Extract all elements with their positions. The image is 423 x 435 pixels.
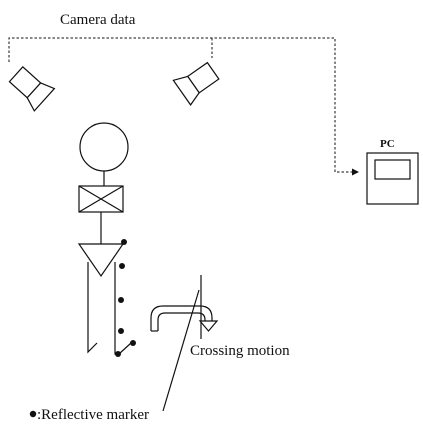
camera-icon <box>8 66 56 112</box>
camera-data-cable <box>8 37 359 176</box>
crossing-motion-label: Crossing motion <box>190 343 290 359</box>
reflective-marker-dot <box>118 297 124 303</box>
reflective-marker-dot <box>119 263 125 269</box>
legend: :Reflective marker <box>29 407 149 423</box>
reflective-marker-dot <box>121 239 127 245</box>
pc-icon <box>366 152 419 205</box>
reflective-marker-dot <box>115 351 121 357</box>
legend-reflective-marker-label: :Reflective marker <box>37 407 149 423</box>
reflective-marker-dot <box>118 328 124 334</box>
crossing-obstacle <box>162 275 202 412</box>
reflective-marker-dot <box>29 410 37 418</box>
reflective-marker-dot <box>130 340 136 346</box>
reflective-markers <box>115 239 136 357</box>
turn-arrow-icon <box>150 305 219 332</box>
camera-data-label: Camera data <box>60 12 136 28</box>
person-figure <box>77 122 132 355</box>
pc-label: PC <box>380 138 395 150</box>
head-shape <box>79 122 129 172</box>
camera-icon <box>172 61 220 106</box>
